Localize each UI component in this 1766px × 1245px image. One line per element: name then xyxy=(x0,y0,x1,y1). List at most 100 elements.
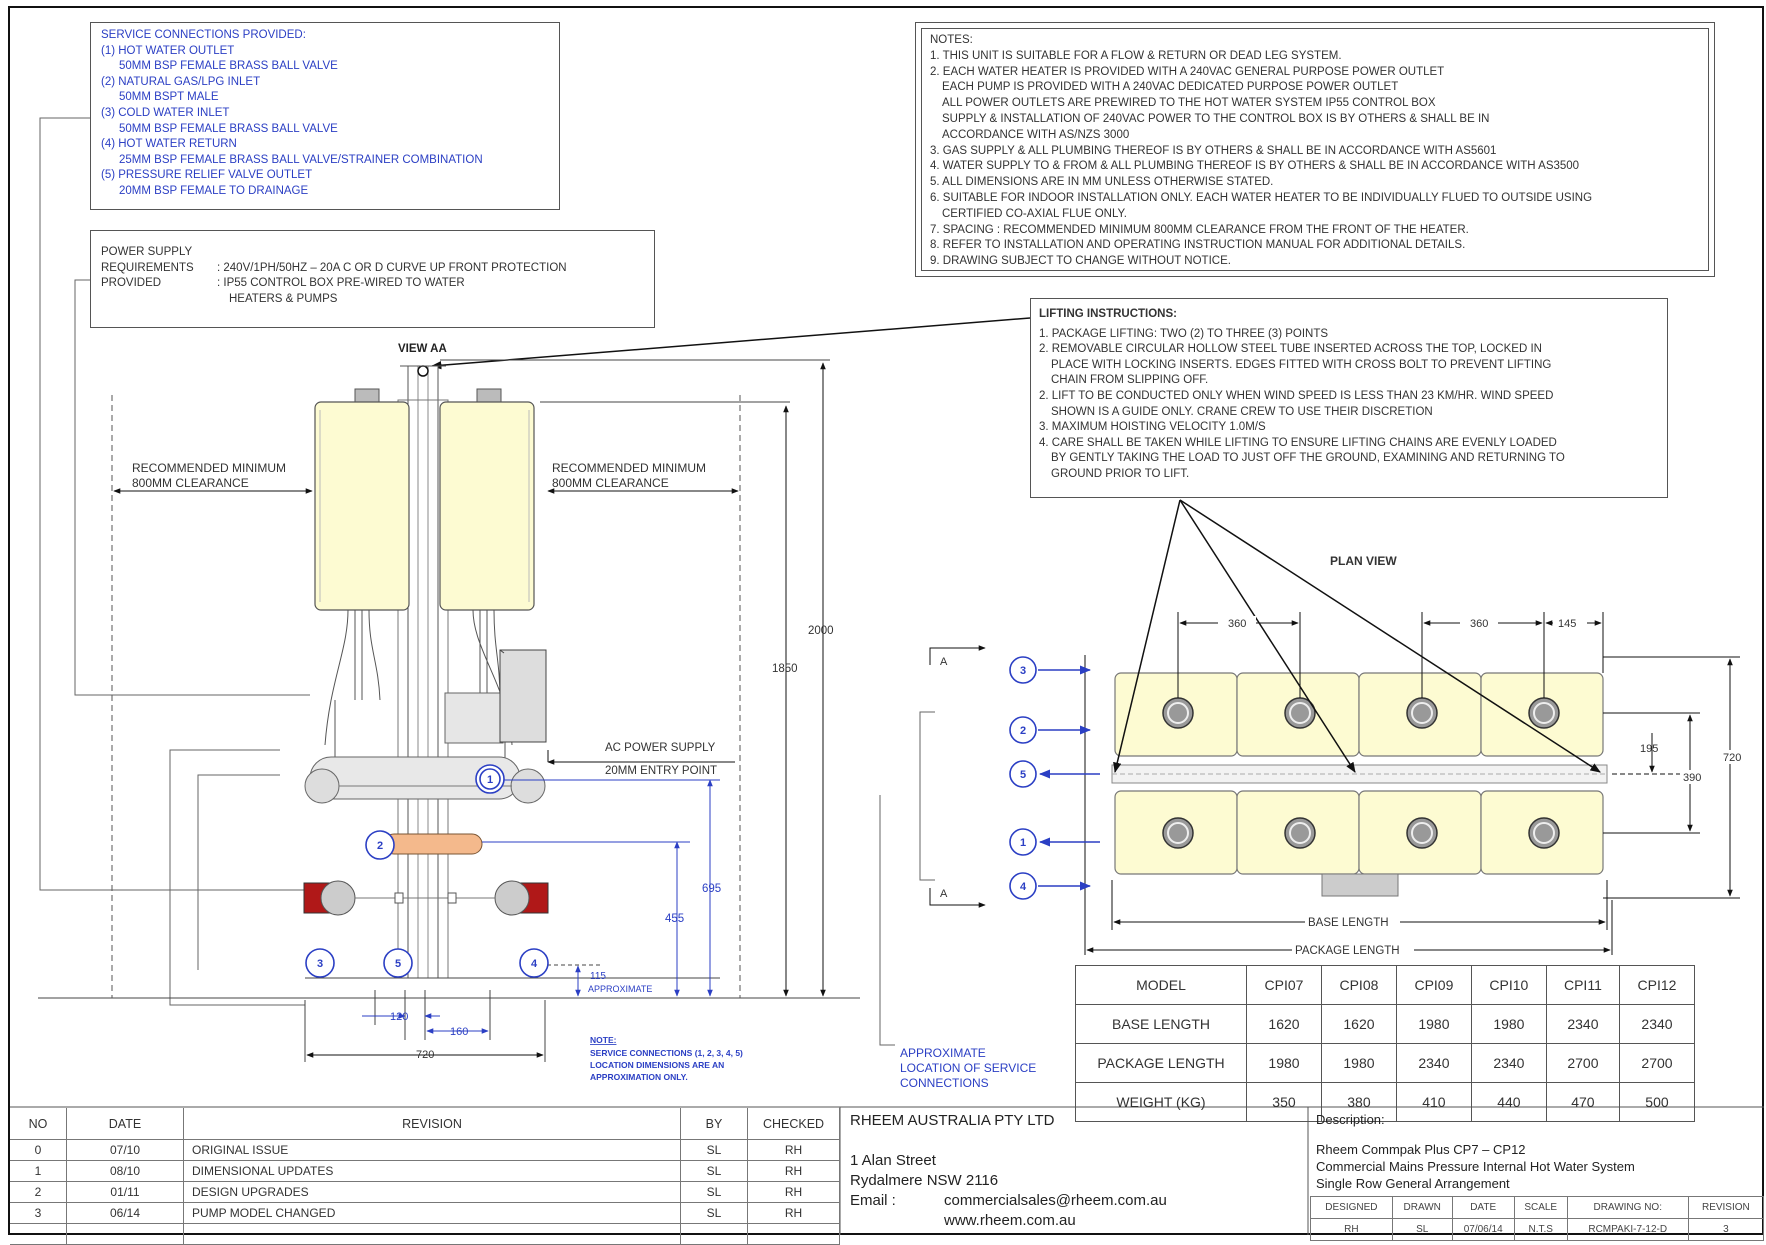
table-cell: RCMPAKI-7-12-D xyxy=(1566,1218,1689,1241)
table-header: SCALE xyxy=(1513,1196,1568,1219)
note-line: 2. EACH WATER HEATER IS PROVIDED WITH A … xyxy=(930,65,1445,78)
dim-approximate: APPROXIMATE xyxy=(588,984,652,994)
dim-160: 160 xyxy=(450,1026,468,1038)
table-cell: RH xyxy=(747,1181,840,1203)
connection-label-1: 1 xyxy=(487,774,493,786)
dim-695: 695 xyxy=(702,883,721,895)
section-a-bottom: A xyxy=(940,888,948,900)
description-label: Description: xyxy=(1316,1112,1385,1127)
lifting-line: 3. MAXIMUM HOISTING VELOCITY 1.0M/S xyxy=(1039,421,1266,434)
connection-label-2: 2 xyxy=(377,840,383,852)
table-cell: 3 xyxy=(1687,1218,1765,1241)
plan-dim-195: 195 xyxy=(1640,743,1658,755)
description-block: Description: Rheem Commpak Plus CP7 – CP… xyxy=(1316,1112,1762,1192)
power-supply-title: POWER SUPPLY xyxy=(101,246,193,258)
note-line: SUPPLY & INSTALLATION OF 240VAC POWER TO… xyxy=(942,112,1490,125)
table-cell: DESIGN UPGRADES xyxy=(183,1181,681,1203)
table-cell: 1980 xyxy=(1470,1004,1547,1044)
note-line: ALL POWER OUTLETS ARE PREWIRED TO THE HO… xyxy=(942,97,1436,110)
plan-connection-3: 3 xyxy=(1020,665,1026,677)
table-header: REVISION xyxy=(1687,1196,1765,1219)
plan-dim-360b: 360 xyxy=(1470,618,1488,630)
connection-label-4: 4 xyxy=(531,958,538,970)
view-aa-label: VIEW AA xyxy=(398,343,447,355)
power-requirements: REQUIREMENTS: 240V/1PH/50HZ – 20A C OR D… xyxy=(101,261,567,274)
table-row: 2 01/11 DESIGN UPGRADES SL RH xyxy=(10,1181,840,1203)
table-cell: 0 xyxy=(10,1139,67,1161)
clearance-right-2: 800MM CLEARANCE xyxy=(552,476,669,490)
table-header: DRAWN xyxy=(1391,1196,1453,1219)
lifting-line: PLACE WITH LOCKING INSERTS. EDGES FITTED… xyxy=(1051,358,1552,371)
table-cell: RH xyxy=(747,1202,840,1224)
table-row: DESIGNED DRAWN DATE SCALE DRAWING NO: RE… xyxy=(1310,1196,1765,1219)
note-line: 9. DRAWING SUBJECT TO CHANGE WITHOUT NOT… xyxy=(930,255,1231,268)
table-cell: SL xyxy=(1391,1218,1453,1241)
table-cell: PACKAGE LENGTH xyxy=(1075,1043,1247,1083)
company-name: RHEEM AUSTRALIA PTY LTD xyxy=(850,1112,1055,1129)
table-row: BASE LENGTH 1620 1620 1980 1980 2340 234… xyxy=(1075,1004,1696,1044)
note-line: 4. WATER SUPPLY TO & FROM & ALL PLUMBING… xyxy=(930,160,1580,173)
table-cell: 380 xyxy=(1320,1082,1397,1122)
service-connections-title: SERVICE CONNECTIONS PROVIDED: xyxy=(101,29,306,41)
table-cell: CPI11 xyxy=(1545,965,1620,1005)
notes-title: NOTES: xyxy=(930,34,973,46)
table-cell: PUMP MODEL CHANGED xyxy=(183,1202,681,1224)
table-cell: 08/10 xyxy=(66,1160,184,1182)
table-cell: DIMENSIONAL UPDATES xyxy=(183,1160,681,1182)
note-line: 6. SUITABLE FOR INDOOR INSTALLATION ONLY… xyxy=(930,191,1593,204)
plan-connection-2: 2 xyxy=(1020,725,1026,737)
plan-dim-145: 145 xyxy=(1558,618,1576,630)
lifting-line: 2. LIFT TO BE CONDUCTED ONLY WHEN WIND S… xyxy=(1039,389,1554,402)
table-row: 1 08/10 DIMENSIONAL UPDATES SL RH xyxy=(10,1160,840,1182)
table-cell: RH xyxy=(747,1139,840,1161)
power-provided-cont: HEATERS & PUMPS xyxy=(229,292,338,305)
lifting-title: LIFTING INSTRUCTIONS: xyxy=(1039,308,1177,320)
email-link[interactable]: commercialsales@rheem.com.au xyxy=(944,1192,1167,1209)
lifting-line: SHOWN IS A GUIDE ONLY. CRANE CREW TO USE… xyxy=(1051,405,1433,418)
table-cell: ORIGINAL ISSUE xyxy=(183,1139,681,1161)
table-cell: 2700 xyxy=(1618,1043,1696,1083)
table-cell: 3 xyxy=(10,1202,67,1224)
table-cell: SL xyxy=(680,1181,748,1203)
notes-box: NOTES: 1. THIS UNIT IS SUITABLE FOR A FL… xyxy=(921,28,1709,271)
plan-connection-4: 4 xyxy=(1020,881,1027,893)
ac-power-1: AC POWER SUPPLY xyxy=(605,742,716,754)
table-cell: 07/10 xyxy=(66,1139,184,1161)
table-cell: 2340 xyxy=(1545,1004,1620,1044)
company-web[interactable]: www.rheem.com.au xyxy=(944,1212,1076,1229)
approx-location-2: LOCATION OF SERVICE xyxy=(900,1061,1036,1075)
plan-connection-1: 1 xyxy=(1020,837,1026,849)
table-row: MODEL CPI07 CPI08 CPI09 CPI10 CPI11 CPI1… xyxy=(1075,965,1696,1005)
lifting-line: 2. REMOVABLE CIRCULAR HOLLOW STEEL TUBE … xyxy=(1039,343,1542,356)
approx-location-3: CONNECTIONS xyxy=(900,1076,989,1090)
table-header: DATE xyxy=(1451,1196,1515,1219)
table-cell: 2 xyxy=(10,1181,67,1203)
table-cell: 1980 xyxy=(1395,1004,1472,1044)
table-row xyxy=(10,1223,840,1245)
table-cell: SL xyxy=(680,1160,748,1182)
table-row: RH SL 07/06/14 N.T.S RCMPAKI-7-12-D 3 xyxy=(1310,1218,1765,1241)
company-street: 1 Alan Street xyxy=(850,1152,936,1169)
table-row: 0 07/10 ORIGINAL ISSUE SL RH xyxy=(10,1139,840,1161)
table-cell: 2340 xyxy=(1395,1043,1472,1083)
note-line: 8. REFER TO INSTALLATION AND OPERATING I… xyxy=(930,239,1466,252)
table-cell: 470 xyxy=(1545,1082,1620,1122)
lifting-line: 1. PACKAGE LIFTING: TWO (2) TO THREE (3)… xyxy=(1039,327,1329,340)
model-table: MODEL CPI07 CPI08 CPI09 CPI10 CPI11 CPI1… xyxy=(1075,965,1696,1122)
lifting-line: BY GENTLY TAKING THE LOAD TO JUST OFF TH… xyxy=(1051,452,1565,465)
table-cell: 2700 xyxy=(1545,1043,1620,1083)
front-note-2: LOCATION DIMENSIONS ARE AN xyxy=(590,1060,724,1070)
connection-label-3: 3 xyxy=(317,958,323,970)
drawing-border xyxy=(8,6,1764,1235)
table-cell: MODEL xyxy=(1075,965,1247,1005)
clearance-left-2: 800MM CLEARANCE xyxy=(132,476,249,490)
table-header: DATE xyxy=(66,1108,184,1140)
table-cell: CPI09 xyxy=(1395,965,1472,1005)
plan-view: PLAN VIEW A A xyxy=(900,499,1748,1090)
section-a-top: A xyxy=(940,656,948,668)
table-cell: 1620 xyxy=(1246,1004,1322,1044)
front-note-3: APPROXIMATION ONLY. xyxy=(590,1072,688,1082)
